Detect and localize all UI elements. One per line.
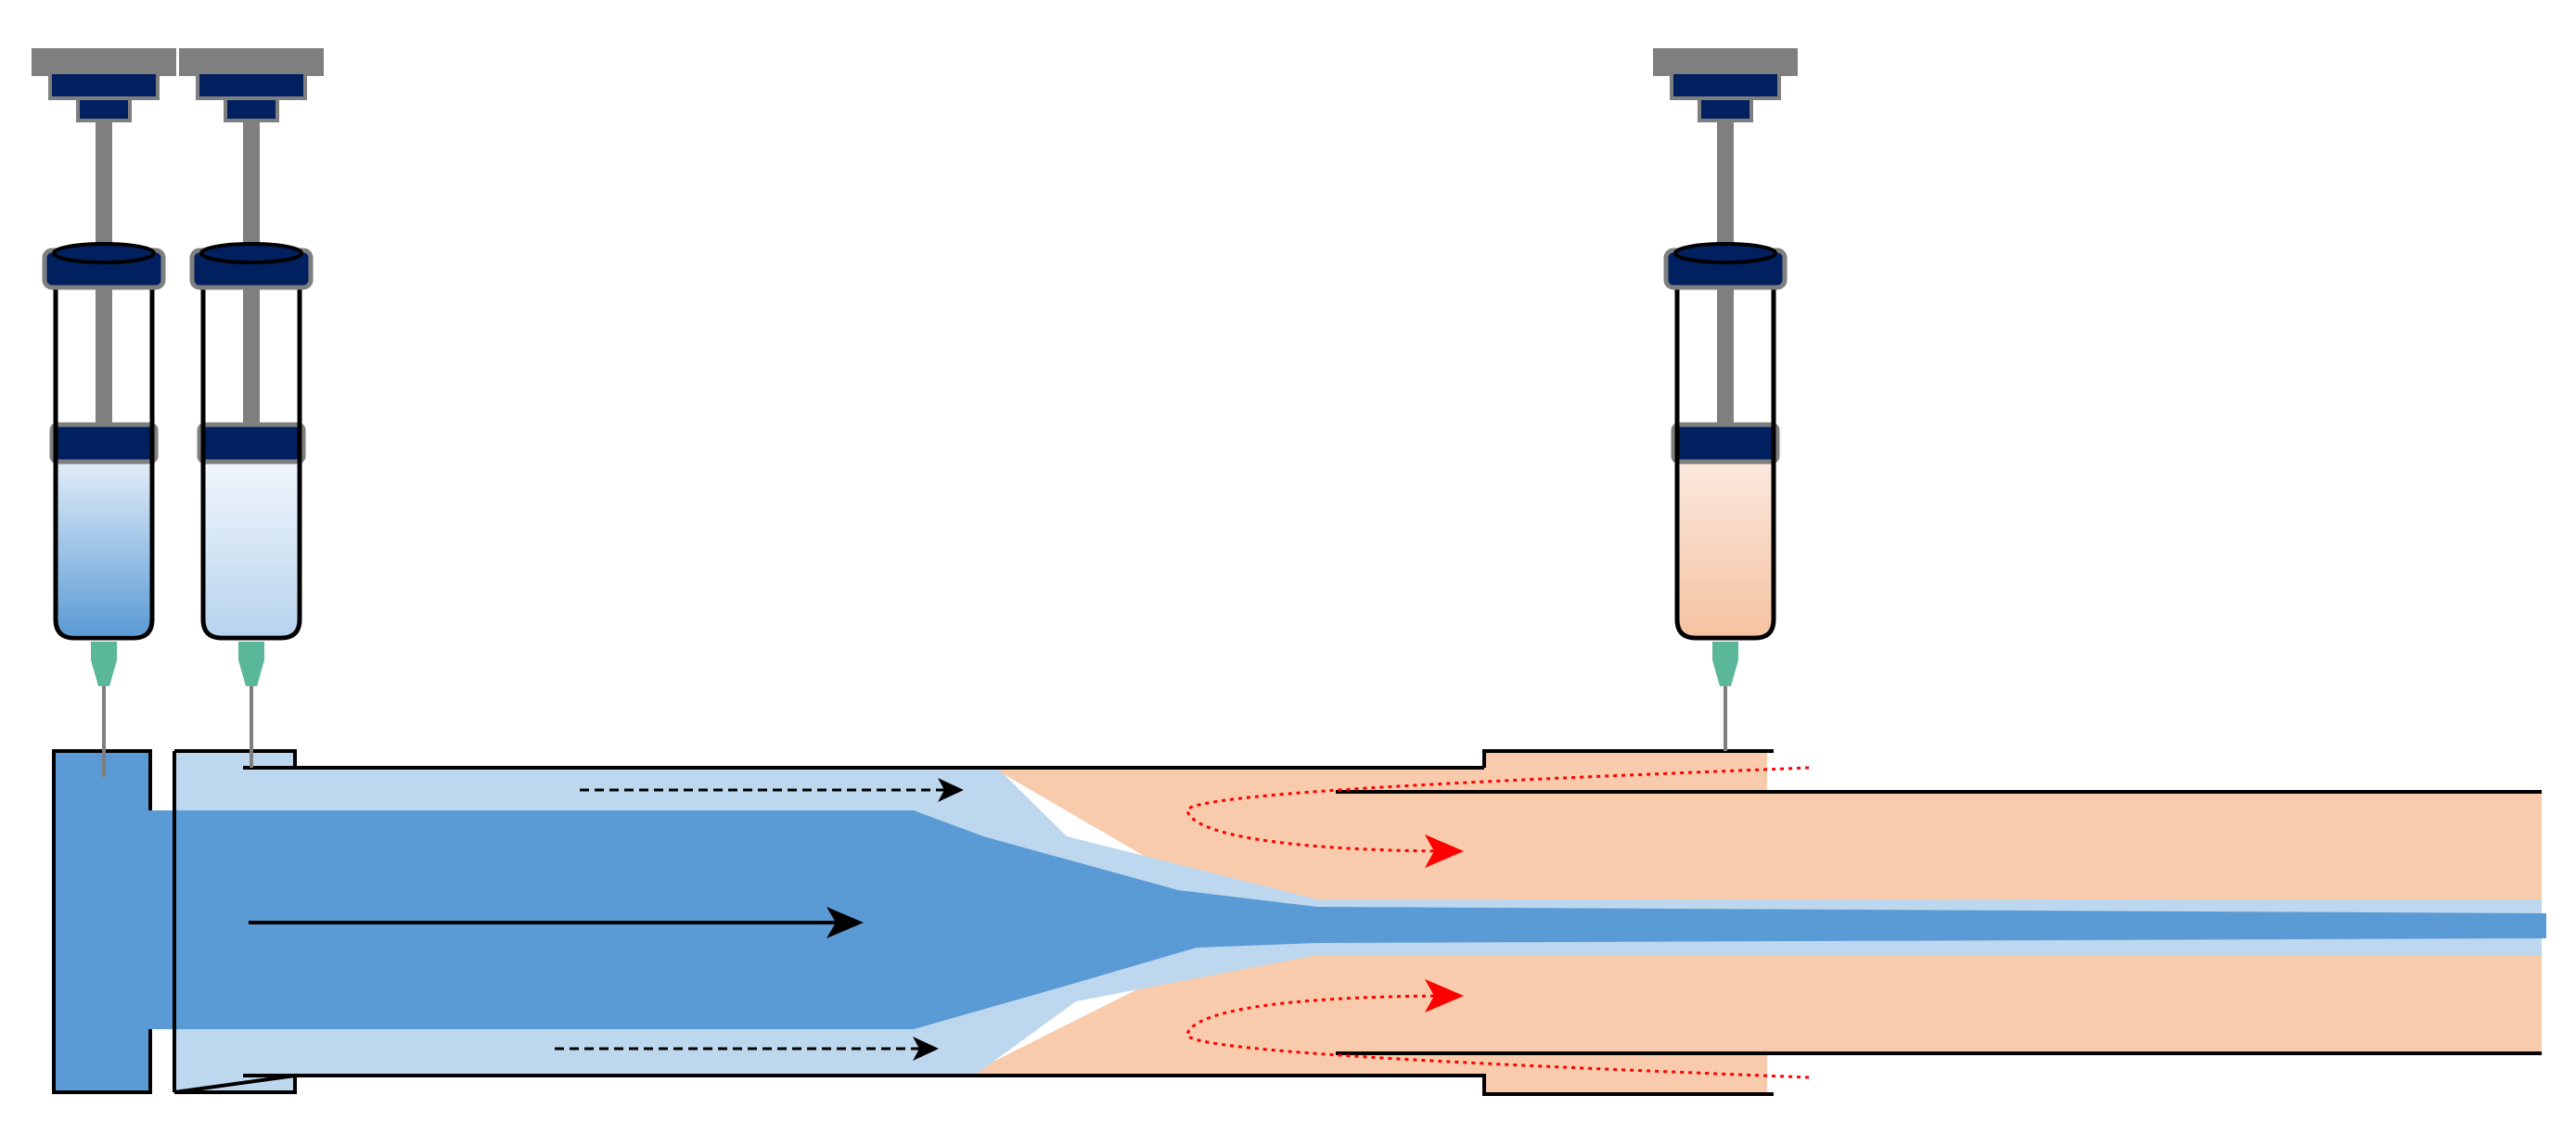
plunger-stopper [49,422,159,465]
syringe-2 [179,48,324,768]
needle-hub [238,642,264,686]
syringe-barrel [1674,260,1776,641]
needle-hub [1712,642,1738,686]
recirculation-arrow-icon [1185,979,1810,1079]
plunger-cap [1670,70,1781,100]
plunger-neck [76,96,132,122]
syringe-3 [1653,48,1798,751]
inner-core-fluid [58,456,150,635]
recirculation-arrows [1185,766,1810,1079]
syringe-barrel [53,260,155,641]
plunger-cap [196,70,307,100]
plunger-rod-inner [96,287,112,427]
plunger-stopper [1671,422,1780,465]
barrel-rim [199,242,303,264]
syringe-1 [32,48,176,777]
plunger-stopper [197,422,306,465]
plunger-rod-inner [1717,287,1734,427]
inner-core-fluid-region [54,751,2546,1092]
device-outline [52,749,2542,1096]
barrel-rim [52,242,156,264]
sheath-inlet-block [173,749,297,1094]
plunger-cap [48,70,160,100]
syringes [32,48,1798,777]
recirculation-arrow-icon [1185,766,1810,868]
needle-hub [91,642,117,686]
core-inlet-block [52,749,152,1094]
plunger-neck [1698,96,1753,122]
outer-collar-top [1482,749,1774,768]
outer-collar-bottom [1482,1074,1774,1096]
middle-sheath-fluid [205,456,298,635]
syringe-barrel [200,260,302,641]
barrel-rim [1673,242,1777,264]
fluid-regions [54,751,2546,1094]
plunger-neck [224,96,279,122]
outer-sheath-fluid [1679,456,1772,635]
plunger-rod-inner [243,287,260,427]
flow-arrows [249,778,964,1061]
